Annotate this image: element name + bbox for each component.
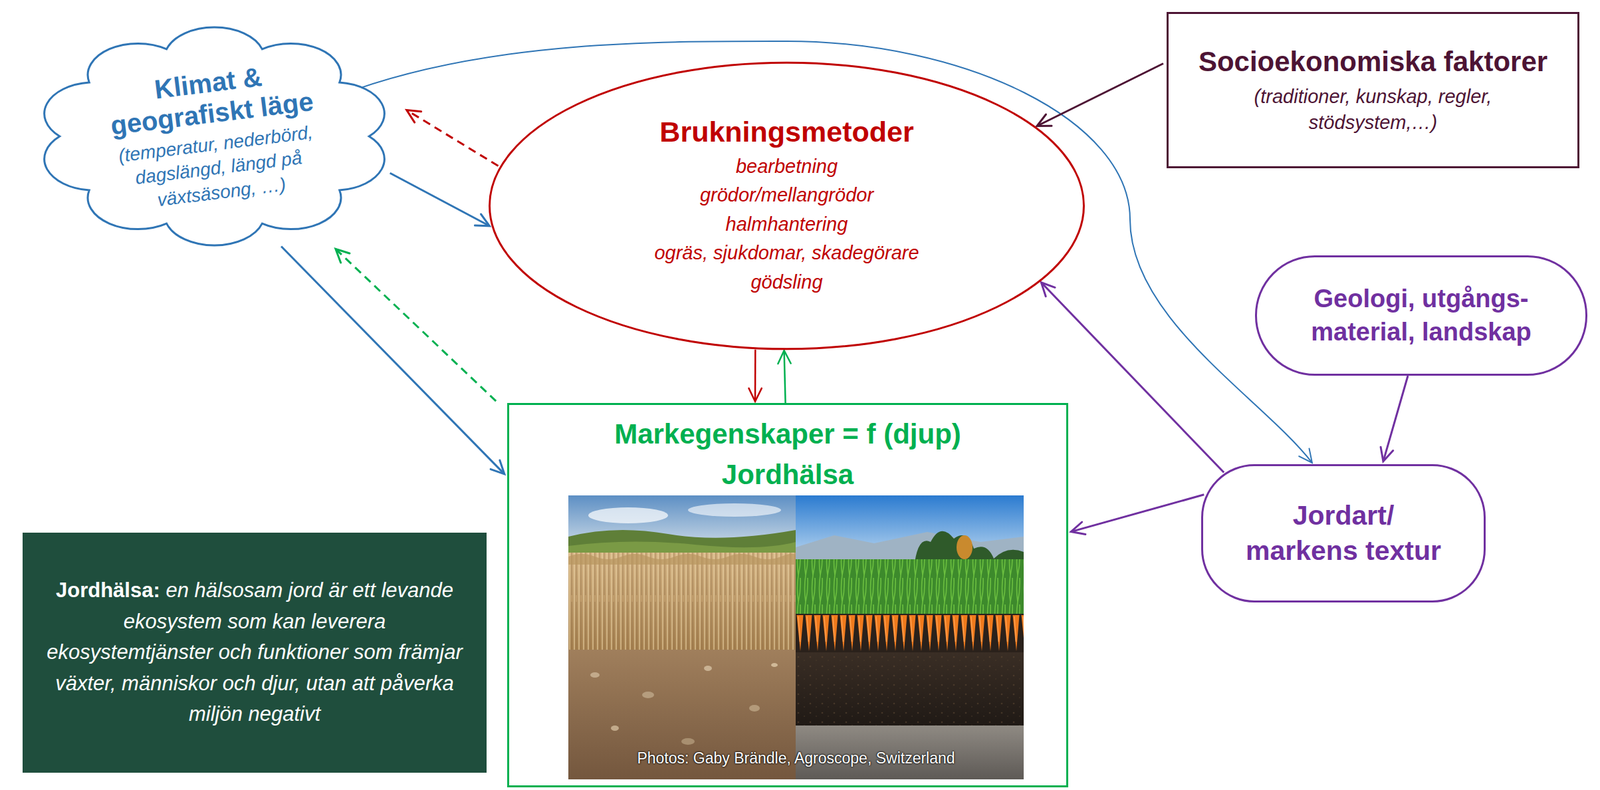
node-content: Markegenskaper = f (djup)Jordhälsa: [614, 414, 962, 496]
soil-box: Markegenskaper = f (djup)Jordhälsa: [507, 402, 1069, 788]
soil-photo: [568, 495, 1024, 780]
connector-line: [335, 248, 496, 401]
connector-line: [1040, 282, 1224, 473]
factor-box: Socioekonomiska faktorer(traditioner, ku…: [1166, 11, 1580, 169]
connector-line: [281, 246, 505, 474]
climate-cloud: Klimat & geografiskt läge(temperatur, ne…: [5, 5, 424, 268]
connector: [406, 110, 499, 167]
node-text: (traditioner, kunskap, regler, stödsyste…: [1217, 83, 1530, 136]
arrow-head: [1380, 446, 1394, 462]
definition-box: Jordhälsa:en hälsosam jord är ett levand…: [22, 532, 487, 773]
connector: [1040, 282, 1224, 473]
connector: [281, 246, 505, 474]
factor-pill: Jordart/ markens textur: [1201, 463, 1486, 603]
node-text: halmhantering: [725, 210, 849, 240]
connector: [777, 350, 791, 403]
connector-line: [1070, 494, 1204, 532]
connector: [749, 349, 762, 402]
ellipse-outline: [486, 61, 1087, 351]
node-text: Jordart/ markens textur: [1237, 497, 1450, 570]
node-content: Jordhälsa:en hälsosam jord är ett levand…: [45, 574, 464, 730]
arrow-head: [474, 214, 490, 227]
node-text: grödor/mellangrödor: [699, 180, 874, 211]
arrow-head: [406, 110, 422, 123]
ellipse-shape: [489, 62, 1085, 349]
connector-line: [406, 110, 499, 167]
connector-line: [784, 350, 786, 403]
node-text: bearbetning: [735, 152, 838, 182]
factor-pill: Geologi, utgångs- material, landskap: [1255, 255, 1588, 376]
connector: [1380, 375, 1408, 462]
node-content: Socioekonomiska faktorer(traditioner, ku…: [1198, 44, 1548, 136]
connector-line: [1383, 375, 1408, 462]
connector: [1070, 494, 1204, 535]
connector: [335, 248, 496, 401]
arrow-head: [1298, 448, 1313, 463]
node-content: Jordart/ markens textur: [1237, 497, 1450, 570]
node-title: Brukningsmetoder: [659, 114, 914, 150]
cloud-shape: [44, 27, 385, 246]
arrow-head: [1070, 521, 1086, 535]
arrow-head: [1040, 282, 1055, 297]
photo-credit: Photos: Gaby Brändle, Agroscope, Switzer…: [636, 749, 955, 767]
credit-holder: Photos: Gaby Brändle, Agroscope, Switzer…: [568, 749, 1024, 768]
arrow-head: [749, 388, 762, 402]
node-content: Brukningsmetoderbearbetninggrödor/mellan…: [654, 114, 919, 297]
node-text: gödsling: [750, 267, 823, 298]
node-text: ogräs, sjukdomar, skadegörare: [654, 238, 919, 268]
node-title: Socioekonomiska faktorer: [1198, 44, 1548, 80]
node-text: Geologi, utgångs- material, landskap: [1301, 282, 1541, 349]
node-content: Geologi, utgångs- material, landskap: [1301, 282, 1541, 349]
practice-ellipse: Brukningsmetoderbearbetninggrödor/mellan…: [486, 61, 1087, 351]
connector-line: [390, 172, 490, 227]
node-text: Jordhälsa: [721, 454, 854, 496]
node-title: Jordhälsa:: [55, 578, 161, 602]
arrow-head: [1036, 114, 1052, 127]
node-title: Markegenskaper = f (djup): [614, 414, 962, 455]
connector-line: [754, 349, 757, 402]
connector: [390, 172, 490, 227]
arrow-head: [335, 248, 350, 263]
arrow-head: [777, 350, 791, 364]
arrow-head: [490, 459, 505, 474]
connector: [1036, 63, 1164, 127]
connector-line: [1036, 63, 1164, 127]
